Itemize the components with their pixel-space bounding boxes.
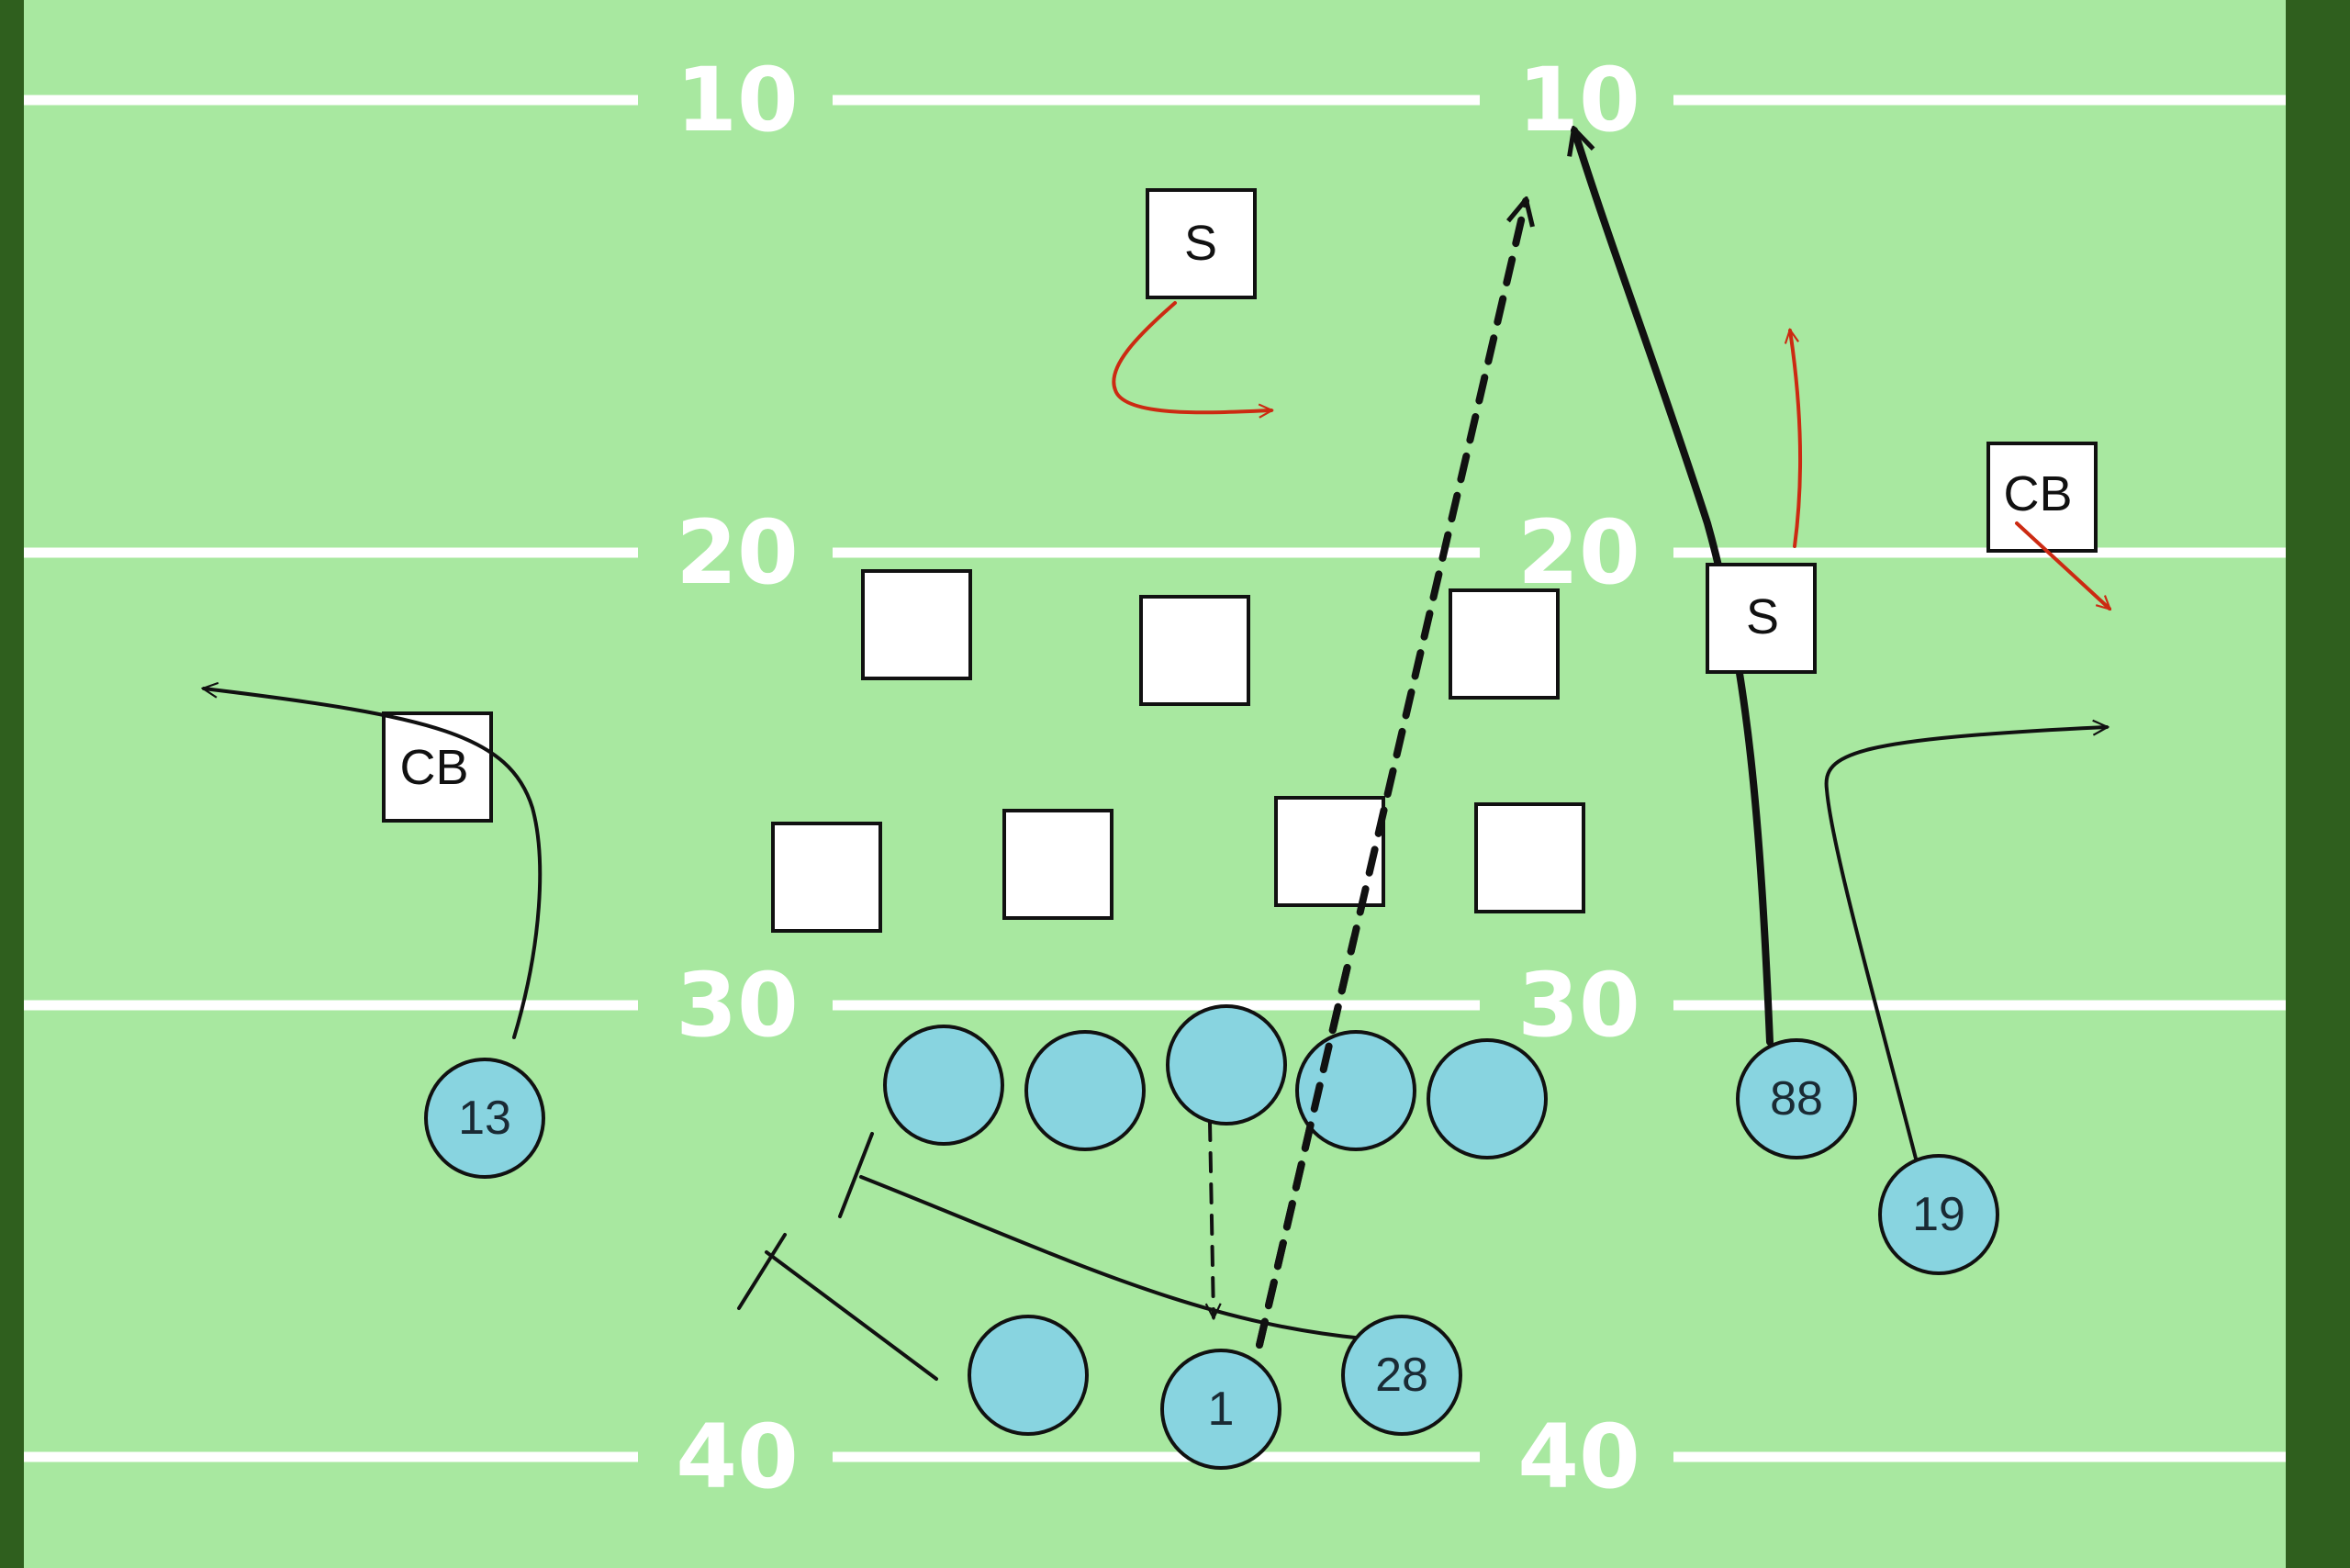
- receiver-19-label: 19: [1912, 1188, 1965, 1241]
- offense: [424, 1004, 1999, 1470]
- center-marker: [1166, 1004, 1287, 1126]
- running-back-28-block: [859, 1175, 1365, 1340]
- tight-end-88-route: [1574, 130, 1774, 1046]
- tight-end-88-marker: [1736, 1038, 1857, 1159]
- quarterback-1-marker: [1160, 1349, 1281, 1470]
- cornerback-right-label: CB: [2003, 466, 2072, 521]
- yard-number-20-right: 20: [1517, 501, 1640, 604]
- cornerback-right-drop: [2015, 521, 2109, 609]
- back-block: [765, 1250, 938, 1381]
- running-back-28-marker: [1341, 1315, 1462, 1436]
- defensive-lineman-box: [1002, 809, 1113, 920]
- offensive-lineman-marker: [1295, 1030, 1416, 1151]
- defensive-lineman-box: [771, 822, 882, 933]
- yard-number-40-left: 40: [676, 1406, 799, 1508]
- yard-number-20-left: 20: [676, 501, 799, 604]
- quarterback-1-label: 1: [1208, 1383, 1235, 1436]
- yard-number-30-left: 30: [676, 954, 799, 1057]
- yard-number-40-right: 40: [1517, 1406, 1640, 1508]
- linebacker-box: [861, 569, 972, 680]
- safety-right-box: [1706, 563, 1817, 674]
- linebacker-box: [1139, 595, 1250, 706]
- safety-left-rotation: [1112, 301, 1271, 412]
- safety-left-box: [1146, 188, 1257, 299]
- fullback-marker: [968, 1315, 1089, 1436]
- receiver-19-route: [1824, 727, 2107, 1160]
- receiver-19-marker: [1878, 1154, 1999, 1275]
- safety-right-label: S: [1746, 589, 1779, 644]
- offensive-lineman-marker: [883, 1025, 1004, 1146]
- yard-number-30-right: 30: [1517, 954, 1640, 1057]
- safety-right-rotation: [1790, 330, 1803, 548]
- receiver-13-label: 13: [458, 1092, 511, 1145]
- yard-number-10-left: 10: [676, 49, 799, 151]
- snap-route: [1210, 1120, 1214, 1317]
- linebacker-box: [1449, 588, 1560, 700]
- receiver-13-marker: [424, 1058, 545, 1179]
- offensive-lineman-marker: [1427, 1038, 1548, 1159]
- cornerback-left-label: CB: [399, 740, 468, 795]
- yard-lines: [24, 95, 2286, 1462]
- cornerback-right-box: [1986, 442, 2098, 553]
- pass-route-overlay: [1256, 935, 1358, 1349]
- cornerback-left-box: [382, 711, 493, 823]
- running-back-28-block-tee: [838, 1132, 874, 1218]
- defensive-reads: [1112, 301, 2109, 609]
- back-block-tee: [737, 1233, 787, 1310]
- safety-left-label: S: [1184, 216, 1217, 271]
- offensive-lineman-marker: [1024, 1030, 1146, 1151]
- running-back-28-label: 28: [1375, 1349, 1428, 1402]
- tight-end-88-label: 88: [1770, 1072, 1823, 1126]
- defensive-lineman-box: [1474, 802, 1585, 913]
- offensive-routes: [204, 130, 2107, 1381]
- pass-route-deep: [1256, 201, 1526, 1349]
- defense: [382, 188, 2098, 933]
- receiver-13-route: [204, 689, 543, 1039]
